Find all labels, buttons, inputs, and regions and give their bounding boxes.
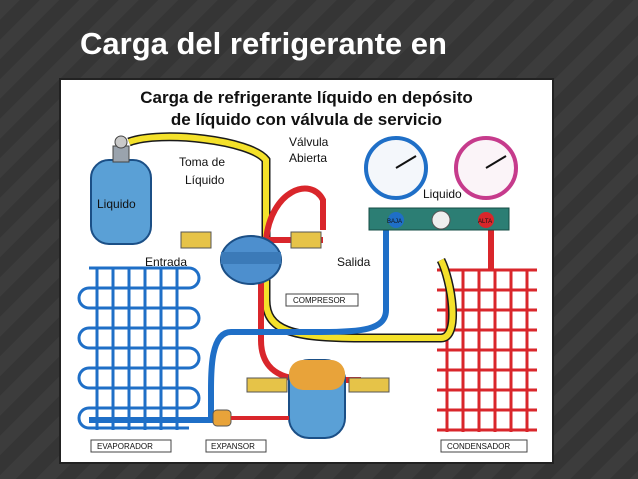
label-inlet: Entrada (145, 255, 187, 269)
receiver-tank (246, 359, 390, 439)
label-high-gauge: ALTA (478, 219, 492, 225)
label-compressor: COMPRESOR (293, 296, 346, 305)
diagram-title-line2: de líquido con válvula de servicio (170, 110, 443, 129)
slide-title-line1: Carga del refrigerante en (80, 26, 447, 61)
label-low-gauge: BAJA (387, 219, 402, 225)
evaporator-coil (77, 266, 201, 430)
label-outlet: Salida (337, 255, 371, 269)
liquid-cylinder (90, 135, 152, 245)
refrigeration-diagram: Carga de refrigerante líquido en depósit… (59, 78, 554, 464)
blue-suction-line (89, 230, 389, 423)
red-discharge-line (258, 185, 361, 383)
diagram-drawing: Liquido Toma de Líquido Válvula Abierta … (77, 132, 537, 453)
label-liquid-tank: Liquido (97, 197, 136, 211)
label-liquid-tap-2: Líquido (185, 173, 225, 187)
label-valve-1: Válvula (289, 135, 329, 149)
condenser-coil (437, 268, 537, 432)
label-manifold-liquid: Liquido (423, 187, 462, 201)
label-expansion: EXPANSOR (211, 442, 255, 451)
diagram-title-line1: Carga de refrigerante líquido en depósit… (140, 88, 473, 107)
expansion-valve (212, 409, 289, 427)
label-valve-2: Abierta (289, 151, 327, 165)
label-evaporator: EVAPORADOR (97, 442, 153, 451)
compressor (180, 231, 322, 285)
manifold-gauges (364, 136, 518, 231)
label-condenser: CONDENSADOR (447, 442, 510, 451)
label-liquid-tap-1: Toma de (179, 155, 225, 169)
